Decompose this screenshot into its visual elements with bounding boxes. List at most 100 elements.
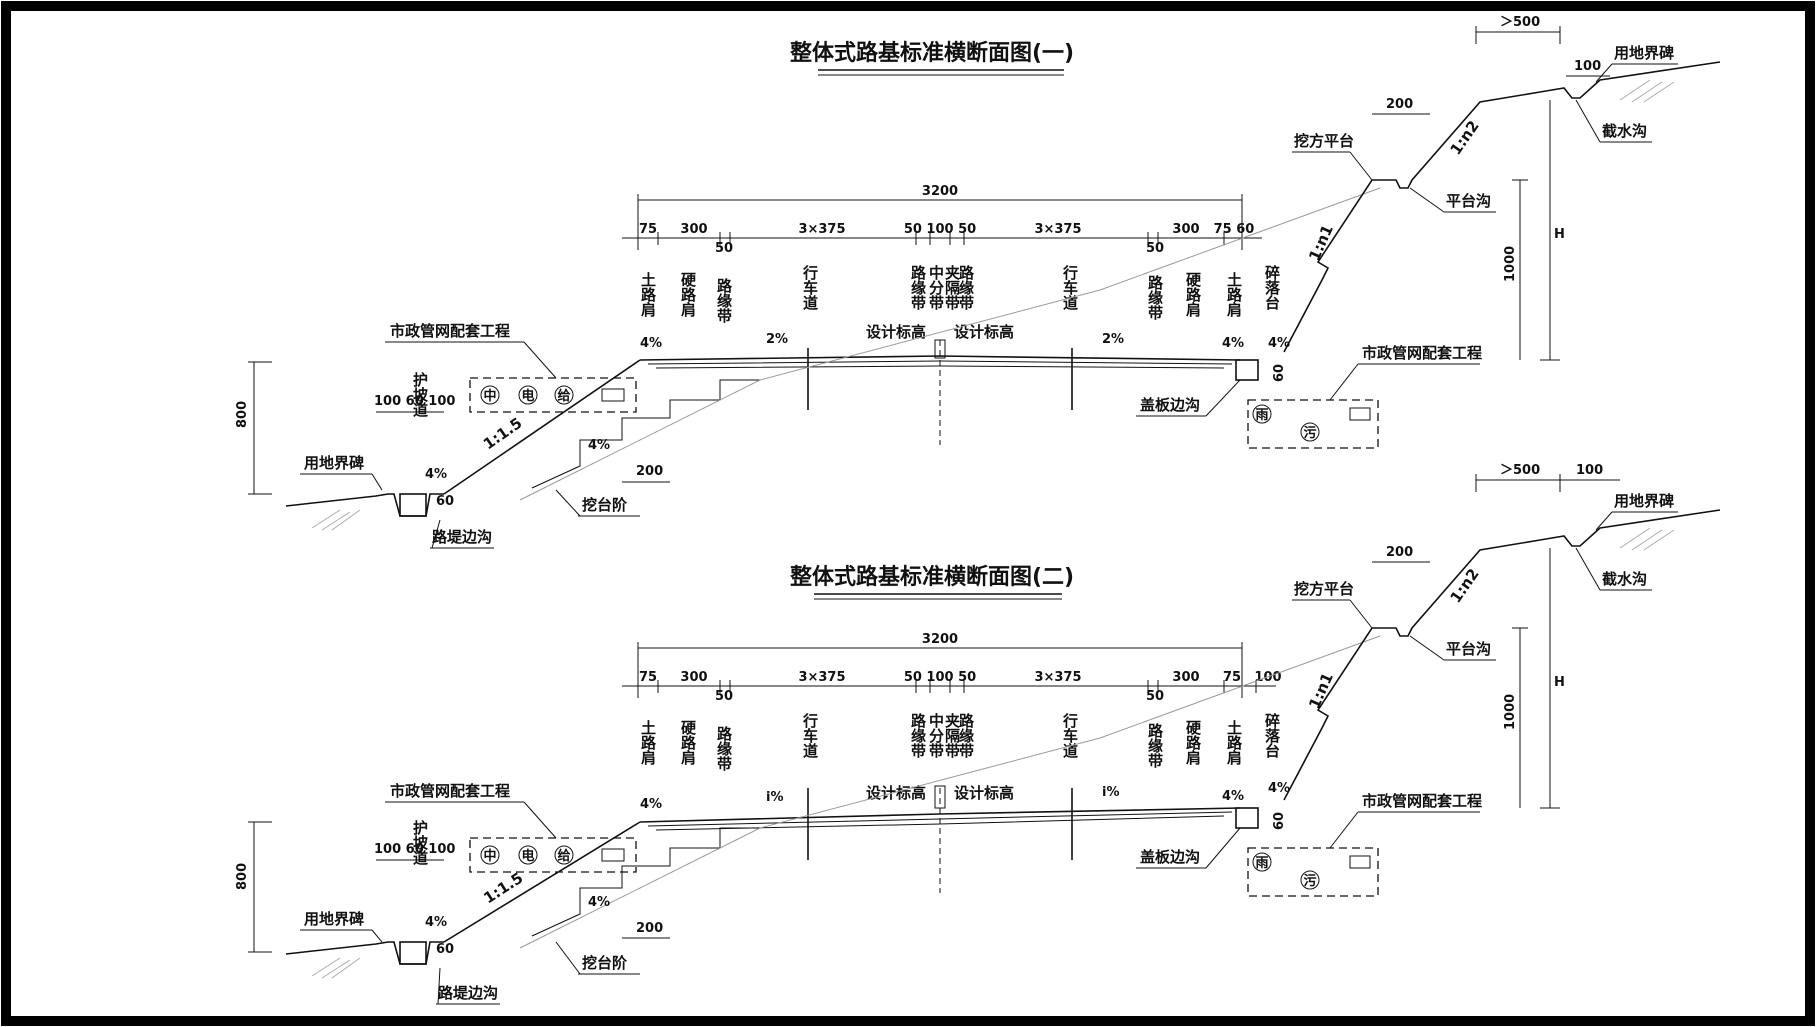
svg-text:4%: 4% — [640, 336, 662, 351]
svg-text:1:n1: 1:n1 — [1305, 222, 1337, 264]
svg-text:夹隔带: 夹隔带 — [943, 712, 961, 759]
svg-text:盖板边沟: 盖板边沟 — [1140, 396, 1200, 414]
svg-text:4%: 4% — [425, 467, 447, 482]
svg-text:4%: 4% — [640, 797, 662, 812]
svg-text:平台沟: 平台沟 — [1446, 640, 1491, 658]
svg-text:挖方平台: 挖方平台 — [1294, 580, 1354, 598]
svg-text:土路肩: 土路肩 — [1225, 719, 1243, 766]
svg-text:盖板边沟: 盖板边沟 — [1140, 848, 1200, 866]
svg-text:硬路肩: 硬路肩 — [1184, 720, 1202, 766]
dim-75-left: 75 — [639, 222, 657, 237]
svg-text:电: 电 — [521, 848, 534, 864]
svg-text:路缘带: 路缘带 — [957, 712, 975, 759]
svg-text:土路肩: 土路肩 — [1225, 271, 1243, 318]
svg-text:行车道: 行车道 — [801, 264, 819, 310]
svg-text:雨: 雨 — [1255, 856, 1268, 871]
svg-text:100 60 100: 100 60 100 — [374, 842, 455, 857]
svg-text:行车道: 行车道 — [1061, 264, 1079, 310]
svg-text:市政管网配套工程: 市政管网配套工程 — [1362, 344, 1482, 362]
svg-text:路缘带: 路缘带 — [957, 264, 975, 311]
svg-text:路缘带: 路缘带 — [715, 725, 733, 772]
section-one: 整体式路基标准横断面图(一) 3200 75 300 50 3×375 50 1… — [235, 15, 1721, 549]
vertical-labels: 土路肩 硬路肩 路缘带 行车道 路缘带 中分带 夹隔带 路缘带 行车道 路缘带 … — [639, 264, 1281, 324]
dim-75-60-right: 75 60 — [1214, 222, 1255, 237]
svg-text:截水沟: 截水沟 — [1602, 570, 1647, 588]
svg-text:夹隔带: 夹隔带 — [943, 264, 961, 311]
svg-text:1:1.5: 1:1.5 — [480, 414, 526, 453]
svg-text:4%: 4% — [588, 895, 610, 910]
svg-text:1:n2: 1:n2 — [1447, 565, 1483, 606]
dim-50-left: 50 — [715, 241, 733, 256]
svg-text:污: 污 — [1303, 873, 1316, 889]
svg-text:3200: 3200 — [922, 632, 958, 647]
svg-text:1:n1: 1:n1 — [1305, 670, 1337, 712]
svg-text:路缘带: 路缘带 — [715, 277, 733, 324]
dim-lanes-left: 3×375 — [798, 222, 845, 237]
svg-text:4%: 4% — [425, 915, 447, 930]
svg-text:护坡道: 护坡道 — [411, 371, 429, 417]
dim-50-right: 50 — [1146, 241, 1164, 256]
dim-300-left: 300 — [680, 222, 707, 237]
svg-text:污: 污 — [1303, 425, 1316, 441]
svg-text:行车道: 行车道 — [1061, 712, 1079, 758]
svg-text:300: 300 — [1172, 670, 1199, 685]
svg-text:路堤边沟: 路堤边沟 — [438, 984, 498, 1002]
svg-text:2%: 2% — [1102, 332, 1124, 347]
svg-text:硬路肩: 硬路肩 — [1184, 272, 1202, 318]
svg-text:75: 75 — [1223, 670, 1241, 685]
svg-text:4%: 4% — [1222, 789, 1244, 804]
svg-text:2%: 2% — [766, 332, 788, 347]
svg-text:200: 200 — [636, 464, 663, 479]
svg-text:1:n2: 1:n2 — [1447, 117, 1483, 158]
svg-text:100: 100 — [1574, 59, 1601, 74]
dim-lanes-right: 3×375 — [1034, 222, 1081, 237]
pipe-box-left — [469, 377, 637, 413]
svg-text:4%: 4% — [1268, 781, 1290, 796]
dim-300-right: 300 — [1172, 222, 1199, 237]
svg-text:60: 60 — [436, 494, 454, 509]
svg-text:碎落台: 碎落台 — [1263, 264, 1281, 311]
svg-text:平台沟: 平台沟 — [1446, 192, 1491, 210]
svg-text:挖台阶: 挖台阶 — [582, 954, 628, 972]
svg-text:中分带: 中分带 — [927, 264, 945, 311]
svg-text:给: 给 — [557, 388, 570, 404]
svg-text:路缘带: 路缘带 — [1146, 274, 1164, 321]
svg-text:300: 300 — [680, 670, 707, 685]
svg-text:行车道: 行车道 — [801, 712, 819, 758]
svg-text:挖台阶: 挖台阶 — [582, 496, 628, 514]
svg-text:60: 60 — [1272, 364, 1287, 382]
svg-text:用地界碑: 用地界碑 — [304, 910, 364, 928]
dim-center: 50 100 50 — [904, 222, 976, 237]
svg-text:截水沟: 截水沟 — [1602, 122, 1647, 140]
svg-text:100: 100 — [1254, 670, 1281, 685]
svg-text:50: 50 — [1146, 689, 1164, 704]
svg-text:护坡道: 护坡道 — [411, 819, 429, 865]
svg-text:H: H — [1554, 227, 1565, 242]
svg-text:60: 60 — [436, 942, 454, 957]
svg-text:土路肩: 土路肩 — [639, 271, 657, 318]
section-two-title: 整体式路基标准横断面图(二) — [790, 564, 1074, 590]
svg-text:设计标高: 设计标高 — [954, 784, 1014, 802]
svg-text:4%: 4% — [588, 438, 610, 453]
svg-text:50: 50 — [715, 689, 733, 704]
svg-text:200: 200 — [636, 921, 663, 936]
svg-text:800: 800 — [235, 863, 250, 890]
section-two: 整体式路基标准横断面图(二) 3200 75 300 50 3×375 50 1… — [235, 463, 1721, 1005]
svg-text:＞500: ＞500 — [1500, 15, 1540, 30]
svg-text:i%: i% — [1102, 785, 1119, 800]
section-one-title: 整体式路基标准横断面图(一) — [790, 40, 1074, 66]
svg-text:i%: i% — [766, 790, 783, 805]
svg-text:800: 800 — [235, 401, 250, 428]
svg-text:市政管网配套工程: 市政管网配套工程 — [1362, 792, 1482, 810]
svg-text:1:1.5: 1:1.5 — [480, 869, 526, 908]
svg-text:＞500: ＞500 — [1500, 463, 1540, 478]
dim-total: 3200 — [922, 184, 958, 199]
svg-text:硬路肩: 硬路肩 — [679, 272, 697, 318]
svg-text:用地界碑: 用地界碑 — [304, 454, 364, 472]
svg-text:设计标高: 设计标高 — [866, 323, 926, 341]
svg-text:3×375: 3×375 — [798, 670, 845, 685]
svg-text:挖方平台: 挖方平台 — [1294, 132, 1354, 150]
pipe-box-right — [1247, 399, 1379, 449]
